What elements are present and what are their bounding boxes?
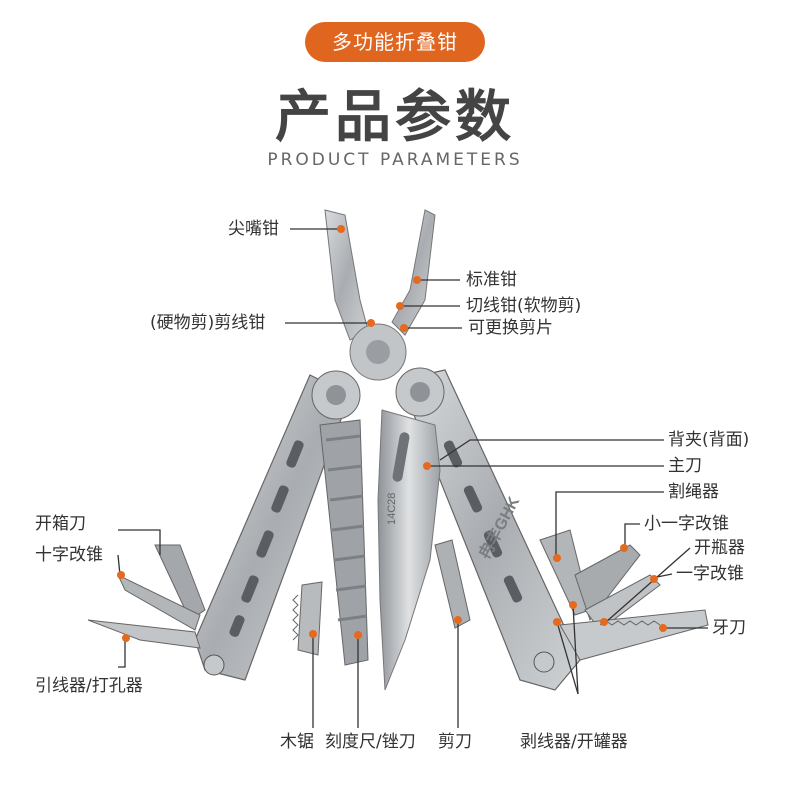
label-rope-cutter: 割绳器 bbox=[668, 482, 719, 502]
label-dots bbox=[117, 225, 667, 642]
label-small-flat-driver: 小一字改锥 bbox=[644, 514, 729, 534]
page-subtitle: PRODUCT PARAMETERS bbox=[267, 150, 523, 170]
file-tool bbox=[319, 419, 369, 666]
scissors-tool bbox=[434, 539, 471, 629]
saw-tool bbox=[297, 581, 323, 656]
label-flat-driver: 一字改锥 bbox=[676, 564, 744, 584]
wire-guide-tool bbox=[87, 619, 201, 649]
label-hard-wire-cutter: (硬物剪)剪线钳 bbox=[150, 313, 266, 333]
phillips-driver-tool bbox=[116, 573, 201, 631]
leader-lines bbox=[117, 228, 708, 728]
main-blade bbox=[377, 409, 441, 691]
label-wire-guide-punch: 引线器/打孔器 bbox=[35, 676, 143, 696]
left-handle bbox=[194, 374, 351, 681]
label-box-cutter: 开箱刀 bbox=[35, 514, 86, 534]
blade-marking: 14C28 bbox=[386, 493, 398, 525]
label-back-clip: 背夹(背面) bbox=[668, 430, 750, 450]
page-title: 产品参数 bbox=[275, 85, 515, 150]
left-handle-slots bbox=[229, 440, 304, 637]
label-phillips-driver: 十字改锥 bbox=[35, 545, 103, 565]
label-replaceable-blade: 可更换剪片 bbox=[468, 318, 553, 338]
label-bottle-opener: 开瓶器 bbox=[694, 538, 745, 558]
label-scissors: 剪刀 bbox=[438, 732, 472, 752]
label-needle-nose-pliers: 尖嘴钳 bbox=[228, 219, 279, 239]
bottle-opener-tool bbox=[574, 544, 641, 622]
box-cutter-tool bbox=[154, 544, 206, 621]
right-handle bbox=[399, 369, 581, 691]
label-stripper-can-opener: 剥线器/开罐器 bbox=[520, 732, 628, 752]
label-wood-saw: 木锯 bbox=[280, 732, 314, 752]
needle-nose-jaw-right bbox=[391, 209, 436, 336]
label-serrated-knife: 牙刀 bbox=[712, 618, 746, 638]
label-soft-wire-cutter: 切线钳(软物剪) bbox=[466, 296, 582, 316]
serrated-knife-tool bbox=[559, 609, 709, 661]
category-badge: 多功能折叠钳 bbox=[305, 22, 485, 62]
label-ruler-file: 刻度尺/锉刀 bbox=[325, 732, 416, 752]
right-handle-slots bbox=[443, 440, 523, 603]
label-standard-pliers: 标准钳 bbox=[466, 270, 517, 290]
label-main-knife: 主刀 bbox=[668, 456, 702, 476]
